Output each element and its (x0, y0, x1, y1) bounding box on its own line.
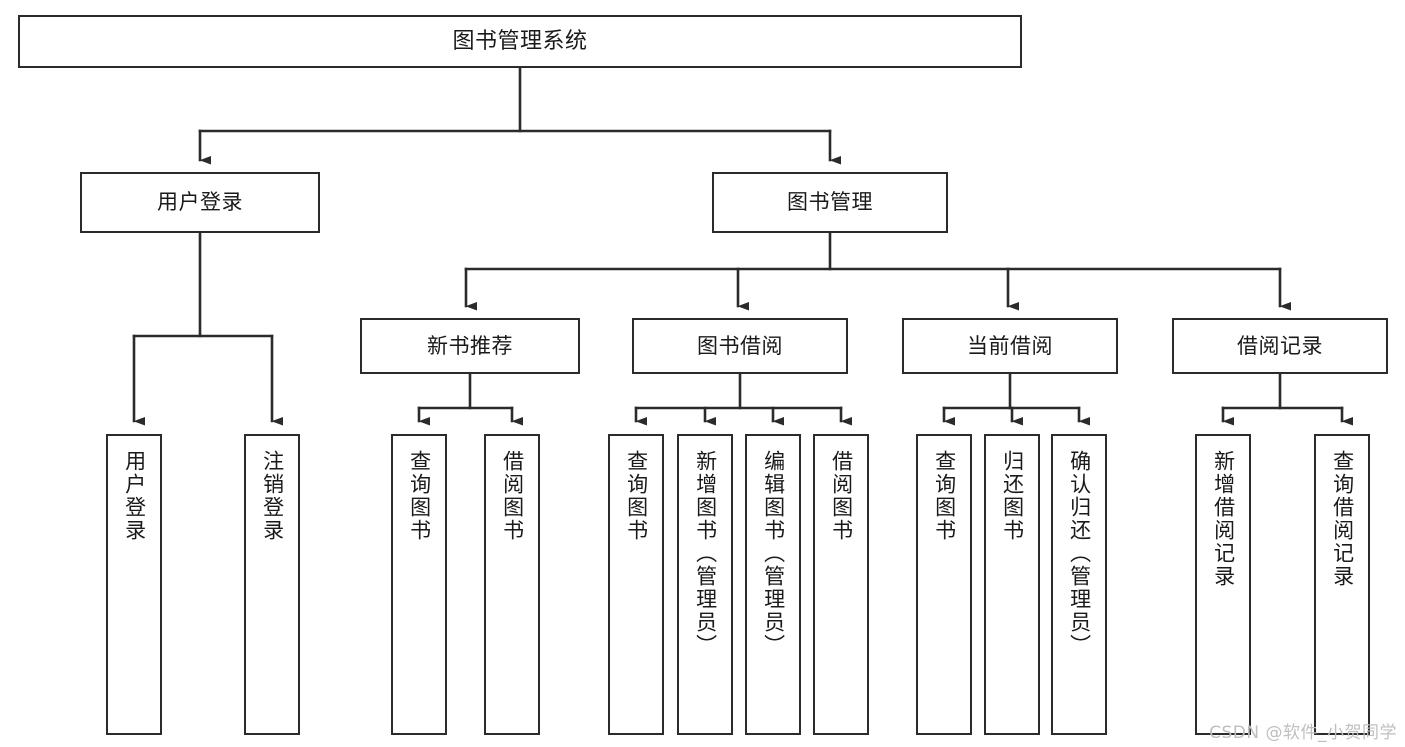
node-book-manage-label: 图书管理 (787, 190, 873, 215)
node-user-login[interactable]: 用户登录 (80, 172, 320, 233)
node-borrow-record-label: 借阅记录 (1237, 333, 1323, 358)
csdn-watermark: CSDN @软件_小贺同学 (1209, 723, 1397, 743)
leaf-confirm-return-label: 确认归还（管理员） (1067, 450, 1092, 657)
node-borrow-record[interactable]: 借阅记录 (1172, 318, 1388, 374)
leaf-query-book-3-label: 查询图书 (932, 450, 957, 542)
leaf-borrow-book-1[interactable]: 借阅图书 (484, 434, 540, 735)
leaf-user-logout-label: 注销登录 (260, 450, 285, 542)
leaf-add-record-label: 新增借阅记录 (1211, 450, 1236, 588)
leaf-query-record[interactable]: 查询借阅记录 (1314, 434, 1370, 735)
leaf-borrow-book-2[interactable]: 借阅图书 (813, 434, 869, 735)
leaf-query-book-1[interactable]: 查询图书 (391, 434, 447, 735)
leaf-return-book[interactable]: 归还图书 (984, 434, 1040, 735)
leaf-borrow-book-1-label: 借阅图书 (500, 450, 525, 542)
leaf-query-book-1-label: 查询图书 (407, 450, 432, 542)
node-root[interactable]: 图书管理系统 (18, 15, 1022, 68)
node-book-borrow[interactable]: 图书借阅 (632, 318, 848, 374)
leaf-query-book-2-label: 查询图书 (624, 450, 649, 542)
leaf-user-login[interactable]: 用户登录 (106, 434, 162, 735)
leaf-return-book-label: 归还图书 (1000, 450, 1025, 542)
node-user-login-label: 用户登录 (157, 190, 243, 215)
node-new-book-recommend-label: 新书推荐 (427, 333, 513, 358)
leaf-add-book-label: 新增图书（管理员） (693, 450, 718, 657)
leaf-edit-book-label: 编辑图书（管理员） (761, 450, 786, 657)
node-root-label: 图书管理系统 (452, 28, 588, 54)
leaf-add-record[interactable]: 新增借阅记录 (1195, 434, 1251, 735)
leaf-query-book-3[interactable]: 查询图书 (916, 434, 972, 735)
leaf-user-logout[interactable]: 注销登录 (244, 434, 300, 735)
leaf-query-book-2[interactable]: 查询图书 (608, 434, 664, 735)
leaf-user-login-label: 用户登录 (122, 450, 147, 542)
leaf-borrow-book-2-label: 借阅图书 (829, 450, 854, 542)
node-current-borrow-label: 当前借阅 (967, 333, 1053, 358)
node-current-borrow[interactable]: 当前借阅 (902, 318, 1118, 374)
leaf-edit-book[interactable]: 编辑图书（管理员） (745, 434, 801, 735)
node-new-book-recommend[interactable]: 新书推荐 (360, 318, 580, 374)
leaf-query-record-label: 查询借阅记录 (1330, 450, 1355, 588)
node-book-borrow-label: 图书借阅 (697, 333, 783, 358)
node-book-manage[interactable]: 图书管理 (712, 172, 948, 233)
leaf-confirm-return[interactable]: 确认归还（管理员） (1051, 434, 1107, 735)
leaf-add-book[interactable]: 新增图书（管理员） (677, 434, 733, 735)
